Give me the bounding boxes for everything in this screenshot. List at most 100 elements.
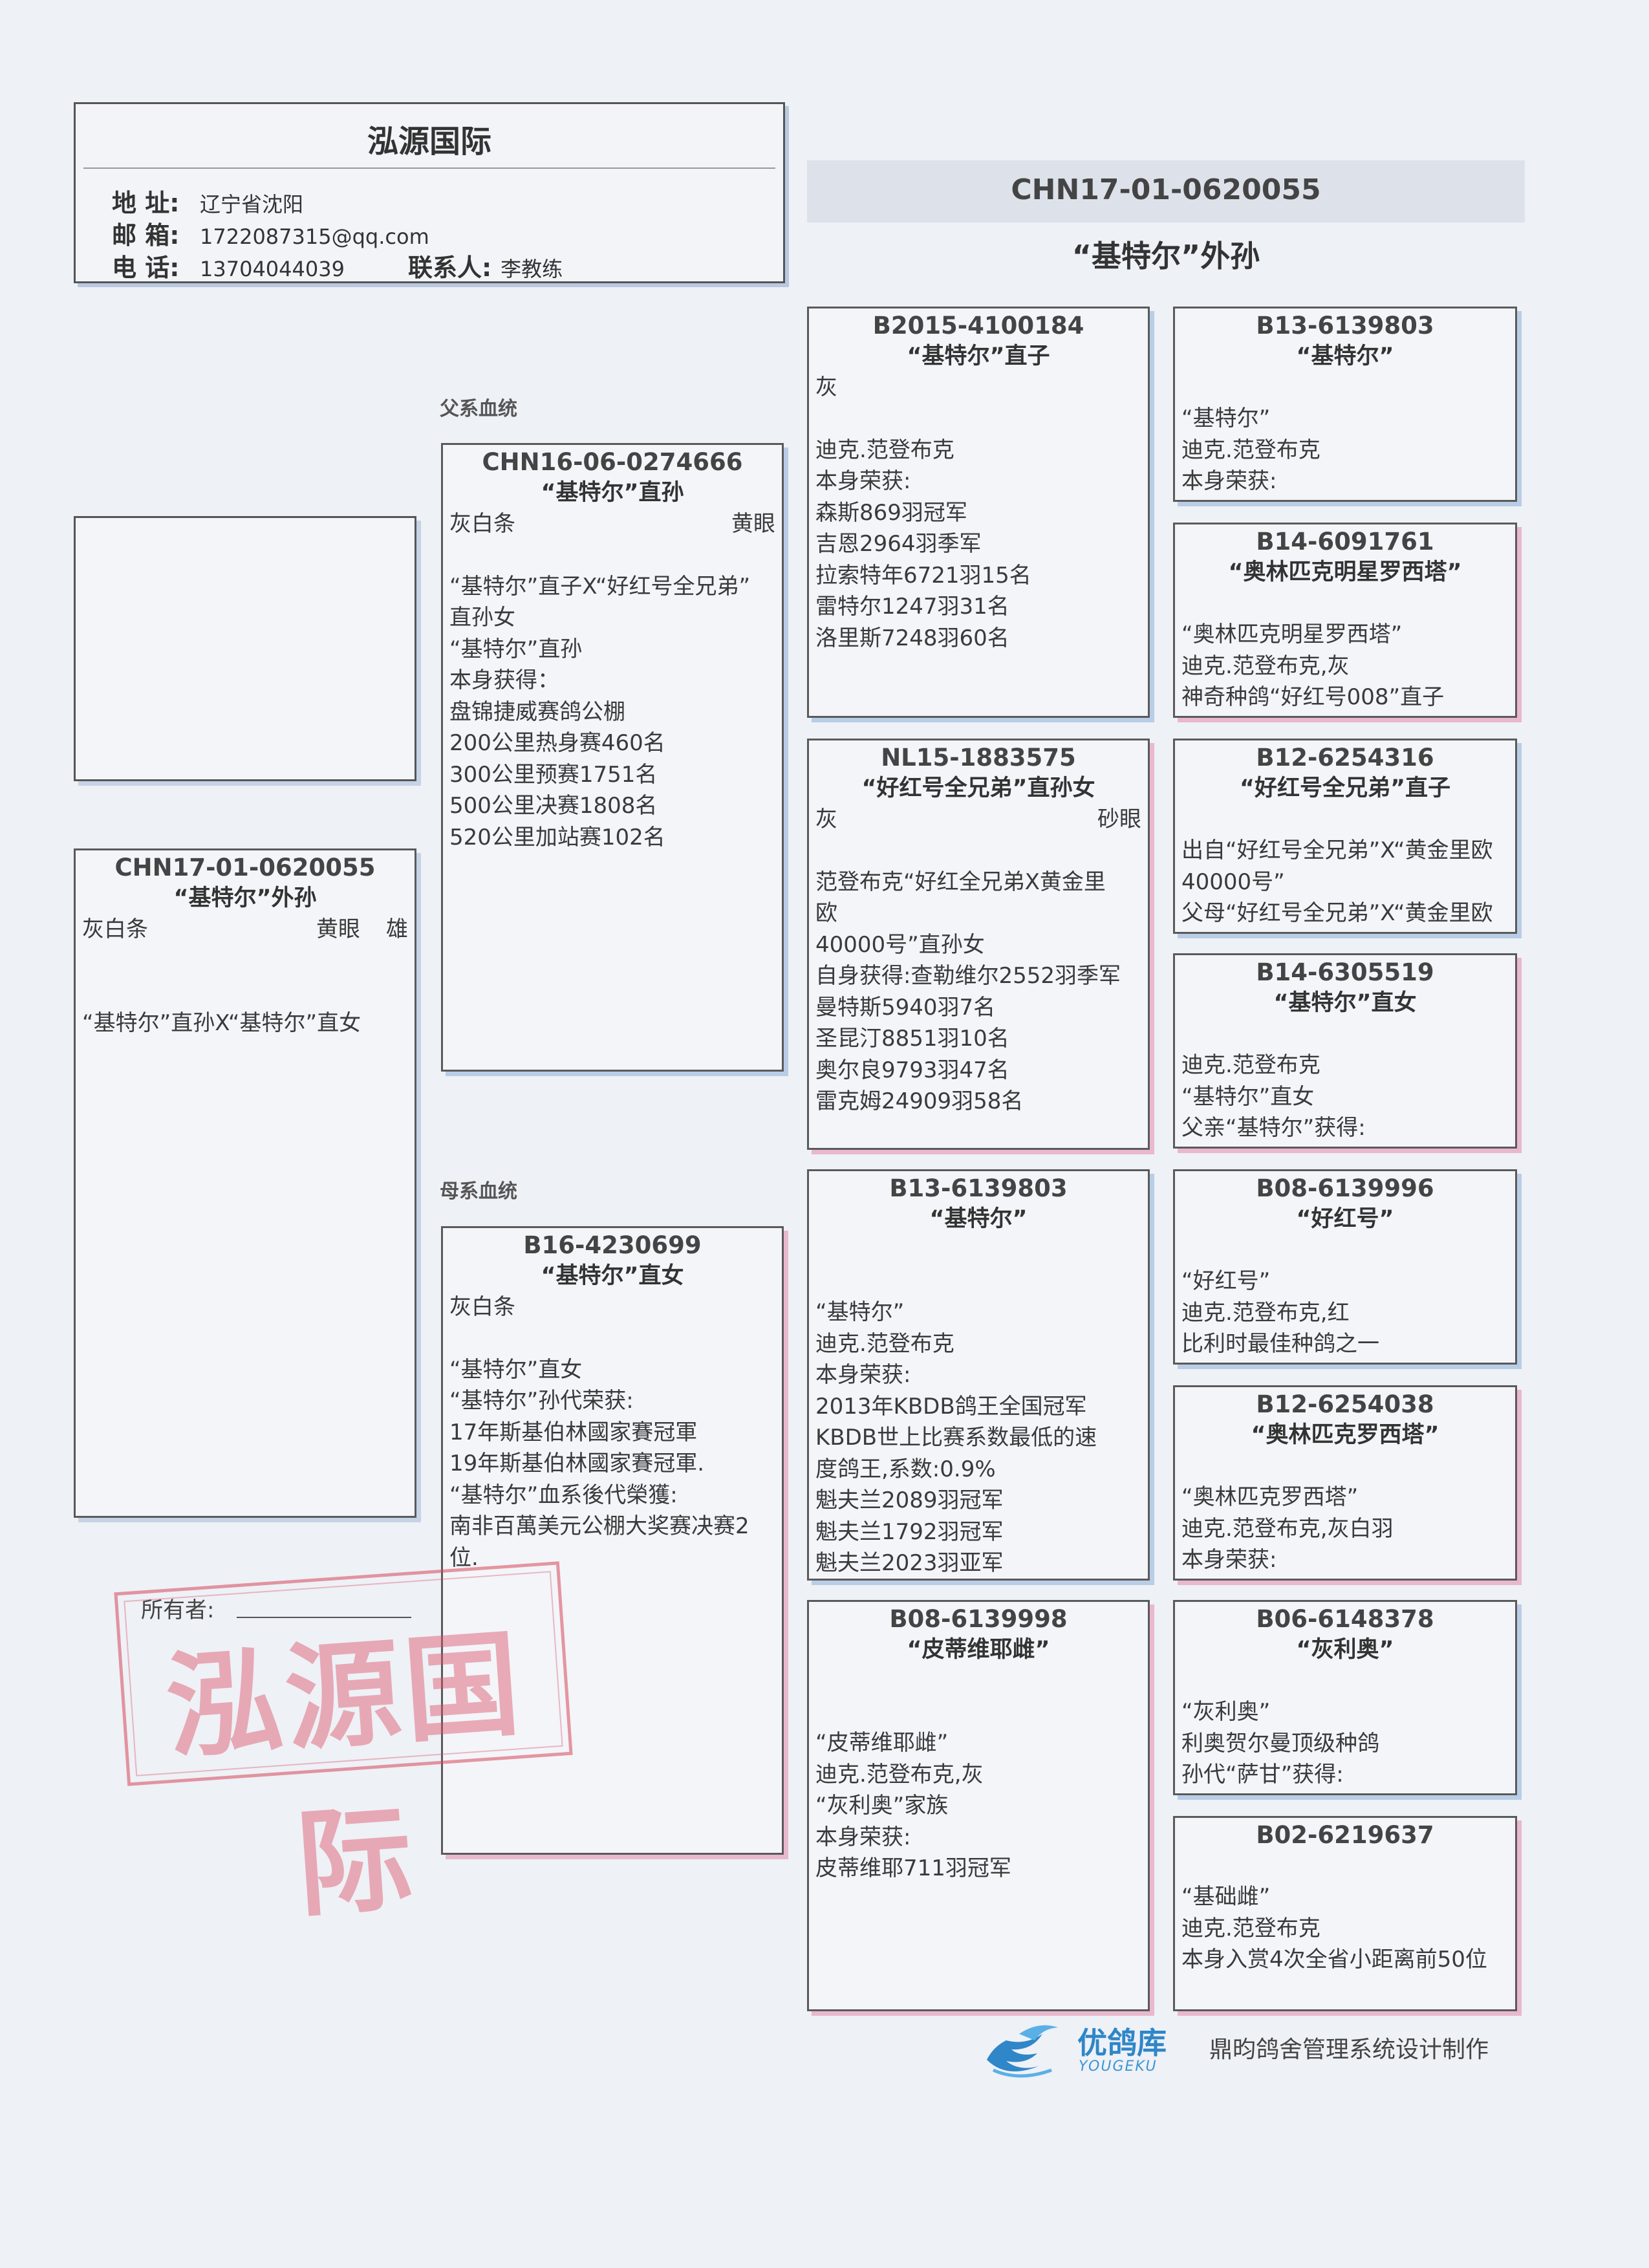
sire-card: CHN16-06-0274666 “基特尔”直孙 灰白条 黄眼 “基特尔”直子X… <box>441 443 784 1072</box>
card-line: “好红号” <box>1181 1268 1271 1294</box>
card-attributes: 灰白条 黄眼 <box>443 508 782 540</box>
email-row: 邮 箱:1722087315@qq.com <box>112 215 429 251</box>
card-line: 本身荣获: <box>1181 468 1277 494</box>
card-ring: B06-6148378 <box>1256 1605 1434 1633</box>
address-row: 地 址: 辽宁省沈阳 <box>112 183 303 219</box>
card-line: “奥林匹克明星罗西塔” <box>1181 621 1403 647</box>
card-line: 欧 <box>815 900 837 926</box>
card-line: “基特尔”血系後代榮獲: <box>449 1482 678 1508</box>
card-line: 200公里热身赛460名 <box>449 730 665 756</box>
card-line: 皮蒂维耶711羽冠军 <box>815 1855 1011 1881</box>
phone-label: 电 话: <box>112 254 180 282</box>
card-line: 雷特尔1247羽31名 <box>815 594 1009 620</box>
card-line: 魁夫兰1792羽冠军 <box>815 1518 1004 1545</box>
card-line: 自身获得:查勒维尔2552羽季军 <box>815 963 1121 989</box>
great-grandparent-card: B06-6148378 “灰利奥” “灰利奥” 利奥贺尔曼顶级种鸽 孙代“萨甘”… <box>1173 1600 1517 1795</box>
card-line: 本身荣获: <box>815 1824 911 1850</box>
swirl-logo-icon <box>987 2025 1058 2078</box>
card-line: 本身荣获: <box>815 1362 911 1388</box>
card-line: 比利时最佳种鸽之一 <box>1181 1331 1379 1357</box>
address-label: 地 址: <box>112 189 180 217</box>
card-color: 灰白条 <box>449 1294 515 1320</box>
card-ring: NL15-1883575 <box>881 744 1076 772</box>
card-eye: 黄眼 <box>316 916 360 942</box>
card-line: 520公里加站赛102名 <box>449 824 665 850</box>
card-name: “皮蒂维耶雌” <box>907 1637 1050 1663</box>
card-line: 度鸽王,系数:0.9% <box>815 1456 996 1482</box>
card-line: 吉恩2964羽季军 <box>815 531 982 557</box>
card-color: 灰 <box>815 374 837 400</box>
maker-credit: 鼎昀鸽舍管理系统设计制作 <box>1209 2036 1489 2063</box>
card-name: “好红号全兄弟”直子 <box>1239 775 1450 801</box>
card-line: “皮蒂维耶雌” <box>815 1730 949 1756</box>
great-grandparent-card: B14-6091761 “奥林匹克明星罗西塔” “奥林匹克明星罗西塔” 迪克.范… <box>1173 523 1517 718</box>
card-line: “基特尔” <box>815 1299 905 1325</box>
card-line: 范登布克“好红全兄弟X黄金里 <box>815 869 1106 895</box>
card-line: 魁夫兰2023羽亚军 <box>815 1550 1004 1576</box>
yougeku-logo: 优鸽库 YOUGEKU <box>980 2014 1181 2086</box>
card-line: 孙代“萨甘”获得: <box>1181 1762 1344 1787</box>
card-attributes: 灰白条 黄眼雄 <box>76 914 415 945</box>
card-name: “灰利奥” <box>1296 1637 1394 1663</box>
dam-card: B16-4230699 “基特尔”直女 灰白条 “基特尔”直女 “基特尔”孙代荣… <box>441 1226 784 1855</box>
card-line: 迪克.范登布克 <box>1181 437 1320 463</box>
card-line: “基础雌” <box>1181 1884 1271 1910</box>
card-name: “好红号” <box>1296 1206 1394 1232</box>
card-line: 本身入赏4次全省小距离前50位 <box>1181 1947 1487 1972</box>
card-line: 迪克.范登布克 <box>815 437 954 463</box>
card-line: 盘锦捷威赛鸽公棚 <box>449 698 625 725</box>
card-line: 直孙女 <box>449 605 515 631</box>
card-line: 利奥贺尔曼顶级种鸽 <box>1181 1730 1379 1756</box>
card-line: 父亲“基特尔”获得: <box>1181 1115 1366 1141</box>
card-line: 2013年KBDB鸽王全国冠军 <box>815 1393 1087 1420</box>
sire-line-label: 父系血统 <box>440 398 517 420</box>
card-line: 300公里预赛1751名 <box>449 761 658 788</box>
stamp-text: 泓源国际 <box>162 1615 528 1933</box>
brand-name: 优鸽库 <box>1077 2025 1167 2060</box>
card-name: “基特尔”直女 <box>541 1263 684 1289</box>
card-name: “基特尔”直子 <box>907 343 1050 369</box>
card-line: 本身荣获: <box>1181 1547 1277 1573</box>
card-line: 森斯869羽冠军 <box>815 499 967 526</box>
card-ring: B13-6139803 <box>1256 312 1434 340</box>
card-line: 本身获得： <box>449 667 559 693</box>
card-line: 圣昆汀8851羽10名 <box>815 1026 1009 1052</box>
brand-name-en: YOUGEKU <box>1079 2058 1158 2075</box>
card-name: “好红号全兄弟”直孙女 <box>861 775 1095 801</box>
card-line: “灰利奥” <box>1181 1699 1271 1725</box>
card-line: 迪克.范登布克,灰 <box>1181 653 1350 679</box>
card-line: “基特尔”直女 <box>449 1356 583 1383</box>
card-line: “基特尔”直女 <box>1181 1083 1315 1110</box>
owner-label: 所有者: <box>141 1597 215 1623</box>
card-line: 迪克.范登布克,灰白羽 <box>1181 1515 1394 1542</box>
card-ring: CHN17-01-0620055 <box>114 854 376 881</box>
card-line: 南非百萬美元公棚大奖赛决赛2 <box>449 1513 749 1539</box>
card-line: 魁夫兰2089羽冠军 <box>815 1487 1004 1513</box>
card-ring: B12-6254316 <box>1256 744 1434 772</box>
card-line: 洛里斯7248羽60名 <box>815 625 1009 651</box>
owner-signature-line <box>237 1617 411 1618</box>
granddam-paternal-card: NL15-1883575 “好红号全兄弟”直孙女 灰 砂眼 范登布克“好红全兄弟… <box>807 739 1150 1150</box>
card-line: “基特尔” <box>1181 405 1271 431</box>
card-line: “基特尔”孙代荣获: <box>449 1388 634 1414</box>
grandsire-maternal-card: B13-6139803 “基特尔” “基特尔” 迪克.范登布克 本身荣获: 20… <box>807 1169 1150 1581</box>
card-line: 父母“好红号全兄弟”X“黄金里欧 <box>1181 900 1493 926</box>
card-name: “基特尔”直孙 <box>541 480 684 506</box>
card-ring: CHN16-06-0274666 <box>482 448 743 476</box>
address-value: 辽宁省沈阳 <box>200 192 304 217</box>
card-line: 17年斯基伯林國家賽冠軍 <box>449 1419 698 1445</box>
breeder-header: 泓源国际 地 址:辽宁省沈阳 邮 箱:1722087315@qq.com 电 话… <box>74 102 785 283</box>
card-line: 40000号”直孙女 <box>815 931 985 958</box>
great-grandparent-card: B14-6305519 “基特尔”直女 迪克.范登布克 “基特尔”直女 父亲“基… <box>1173 953 1517 1149</box>
card-line: 曼特斯5940羽7名 <box>815 994 996 1021</box>
phone-value: 13704044039 <box>200 257 345 281</box>
card-line: 拉索特年6721羽15名 <box>815 562 1031 589</box>
grandsire-paternal-card: B2015-4100184 “基特尔”直子 灰 迪克.范登布克 本身荣获: 森斯… <box>807 307 1150 718</box>
card-line: 雷克姆24909羽58名 <box>815 1088 1024 1114</box>
card-color: 灰 <box>815 806 837 832</box>
card-ring: B16-4230699 <box>523 1231 702 1259</box>
pigeon-photo-frame <box>74 516 416 781</box>
card-name: “奥林匹克罗西塔” <box>1251 1422 1439 1448</box>
card-name: “基特尔”直女 <box>1273 990 1417 1016</box>
